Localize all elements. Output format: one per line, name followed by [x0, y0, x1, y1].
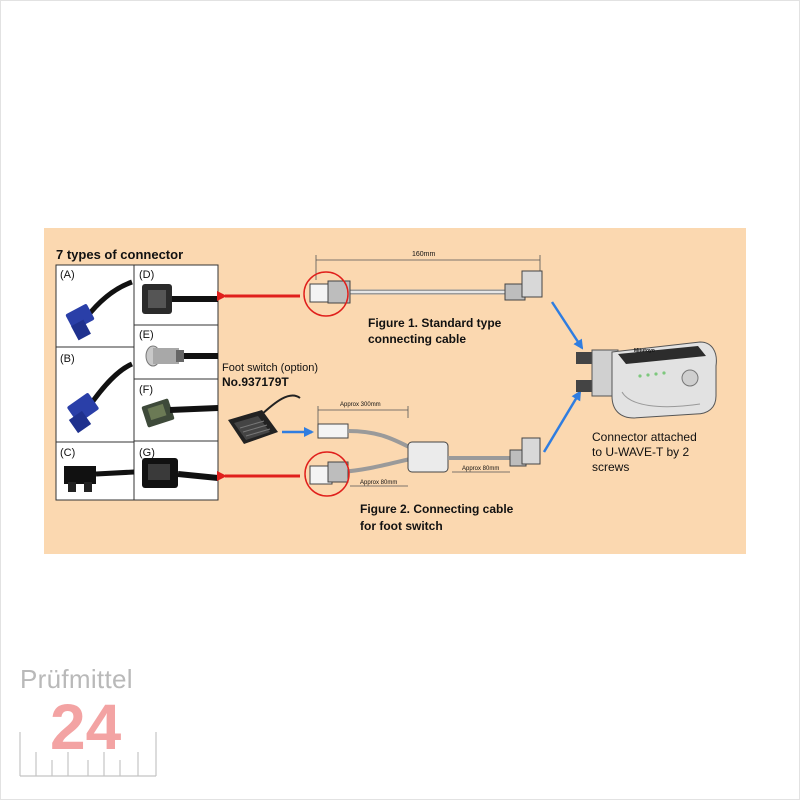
device-brand: Mitutoyo [634, 348, 655, 354]
length-dimension [315, 255, 541, 280]
figure2-caption-line2: for foot switch [360, 519, 443, 533]
attach-note-line3: screws [592, 460, 629, 474]
highlight-circle-bottom [304, 451, 350, 497]
connector-f-image [141, 398, 219, 428]
connector-label-d: (D) [139, 269, 154, 281]
approx-mid-label: Approx 80mm [360, 480, 397, 486]
connector-c-image [64, 466, 135, 492]
approx-right-label: Approx 80mm [462, 466, 499, 472]
logo-name: Prüfmittel [20, 664, 133, 694]
approx-80-dimensions [350, 471, 510, 487]
foot-switch-cable [309, 423, 541, 485]
foot-switch-label: Foot switch (option) [222, 362, 318, 374]
attach-note-line1: Connector attached [592, 430, 697, 444]
connector-label-e: (E) [139, 329, 154, 341]
arrow-to-device-bottom [542, 390, 582, 453]
connector-a-image [65, 279, 133, 341]
foot-switch-image [228, 394, 301, 444]
connector-label-b: (B) [60, 353, 75, 365]
arrow-to-device-top [550, 301, 584, 350]
figure1-caption-line1: Figure 1. Standard type [368, 316, 502, 330]
connector-d-image [142, 284, 218, 314]
connector-label-a: (A) [60, 269, 75, 281]
connector-label-g: (G) [139, 447, 155, 459]
connector-heading: 7 types of connector [56, 247, 183, 262]
connector-label-f: (F) [139, 384, 153, 396]
connector-b-image [67, 361, 134, 434]
u-wave-t-device [576, 341, 717, 419]
figure2-caption-line1: Figure 2. Connecting cable [360, 502, 514, 516]
connector-label-c: (C) [60, 447, 75, 459]
connector-e-image [145, 345, 218, 367]
foot-switch-number: No.937179T [222, 375, 289, 389]
attach-note-line2: to U-WAVE-T by 2 [592, 445, 689, 459]
length-label: 160mm [412, 251, 436, 258]
standard-cable [309, 270, 543, 304]
connector-g-image [142, 458, 219, 488]
logo-number: 24 [50, 691, 122, 763]
approx-top-label: Approx 300mm [340, 402, 381, 408]
highlight-circle-top [303, 271, 349, 317]
figure1-caption-line2: connecting cable [368, 332, 466, 346]
logo-ruler [19, 732, 157, 777]
